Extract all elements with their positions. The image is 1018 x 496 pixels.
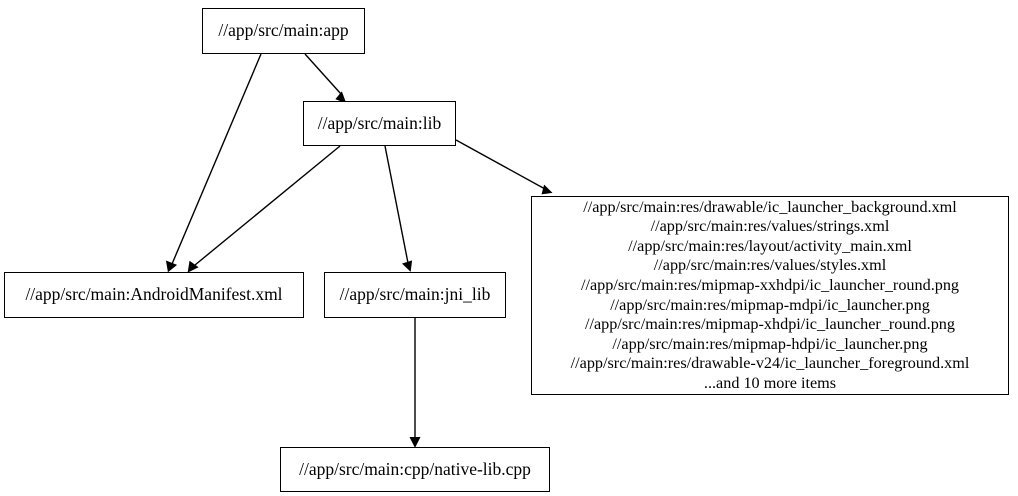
node-lib-label: //app/src/main:lib: [317, 112, 442, 133]
edge-lib-to-jni-lib: [384, 145, 413, 272]
edge-lib-to-android-manifest: [187, 145, 341, 273]
edge-lib-to-res-group: [455, 139, 553, 195]
node-res-group-label: //app/src/main:res/drawable/ic_launcher_…: [570, 197, 970, 392]
node-lib[interactable]: //app/src/main:lib: [303, 101, 456, 146]
node-jni-lib[interactable]: //app/src/main:jni_lib: [324, 272, 506, 318]
node-res-group[interactable]: //app/src/main:res/drawable/ic_launcher_…: [531, 196, 1009, 395]
node-android-manifest-label: //app/src/main:AndroidManifest.xml: [25, 284, 283, 305]
edge-jni-lib-to-native-lib-cpp: [409, 318, 421, 448]
node-jni-lib-label: //app/src/main:jni_lib: [339, 284, 491, 305]
node-native-lib-cpp-label: //app/src/main:cpp/native-lib.cpp: [299, 458, 531, 479]
node-native-lib-cpp[interactable]: //app/src/main:cpp/native-lib.cpp: [280, 447, 550, 492]
node-app-label: //app/src/main:app: [218, 20, 349, 41]
edge-app-to-lib: [304, 53, 347, 104]
node-android-manifest[interactable]: //app/src/main:AndroidManifest.xml: [4, 272, 304, 318]
node-app[interactable]: //app/src/main:app: [202, 8, 365, 54]
edge-app-to-android-manifest: [165, 53, 262, 273]
